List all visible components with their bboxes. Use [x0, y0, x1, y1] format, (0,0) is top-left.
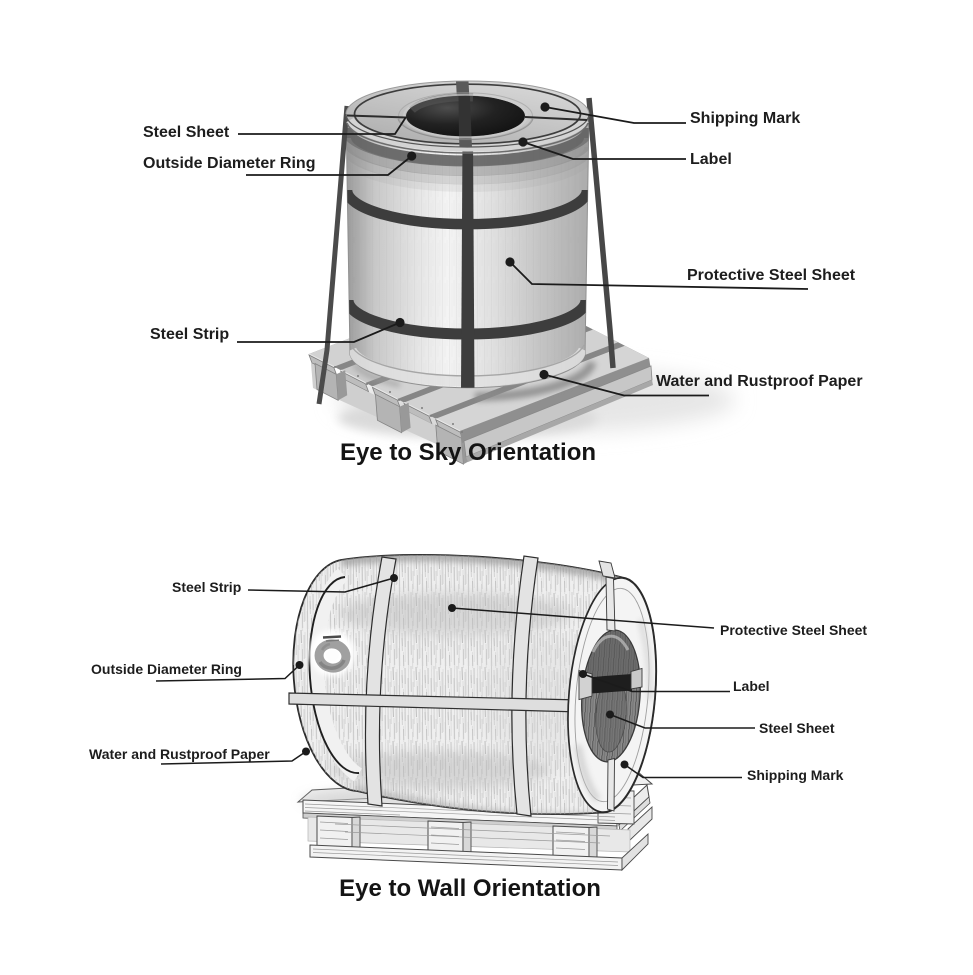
svg-text:Steel Strip: Steel Strip: [172, 579, 241, 595]
svg-text:Protective Steel Sheet: Protective Steel Sheet: [687, 267, 856, 284]
svg-text:Label: Label: [690, 151, 732, 168]
svg-text:Water and Rustproof Paper: Water and Rustproof Paper: [656, 373, 863, 390]
svg-text:Steel Sheet: Steel Sheet: [143, 124, 230, 141]
svg-text:Outside Diameter Ring: Outside Diameter Ring: [91, 661, 242, 677]
svg-text:Shipping Mark: Shipping Mark: [690, 110, 800, 127]
svg-text:Steel Sheet: Steel Sheet: [759, 720, 835, 736]
svg-text:Shipping Mark: Shipping Mark: [747, 767, 844, 783]
svg-text:Label: Label: [733, 678, 770, 694]
svg-text:Eye to Wall Orientation: Eye to Wall Orientation: [339, 875, 601, 902]
svg-text:Outside Diameter Ring: Outside Diameter Ring: [143, 155, 315, 172]
svg-text:Water and Rustproof Paper: Water and Rustproof Paper: [89, 746, 270, 762]
svg-text:Eye to Sky Orientation: Eye to Sky Orientation: [340, 439, 596, 466]
svg-text:Steel Strip: Steel Strip: [150, 326, 229, 343]
svg-text:Protective Steel Sheet: Protective Steel Sheet: [720, 622, 867, 638]
